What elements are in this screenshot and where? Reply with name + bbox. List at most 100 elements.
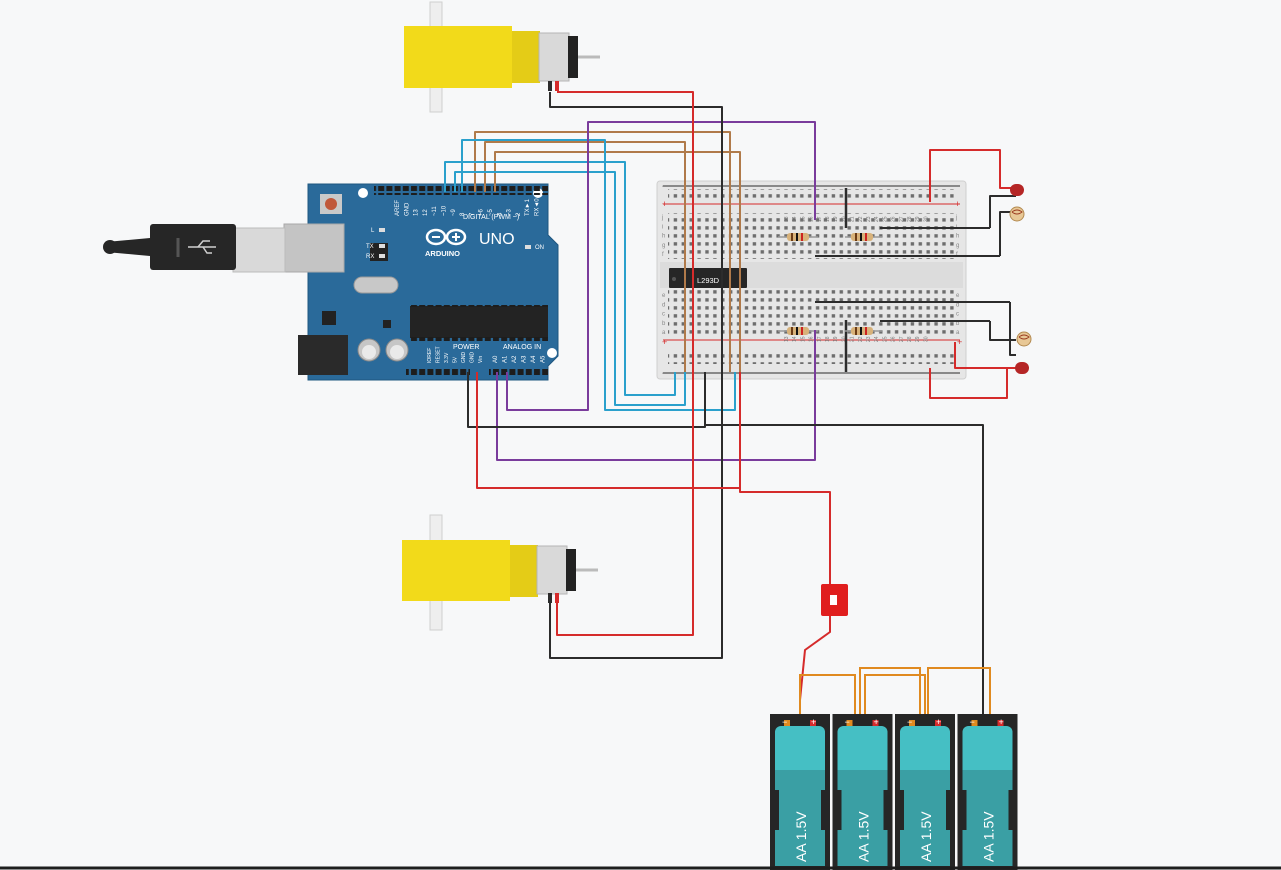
analog-header[interactable]	[489, 368, 548, 377]
battery-minus-label: −	[782, 717, 787, 727]
row-letter: d	[662, 302, 665, 308]
column-number: 16	[809, 216, 815, 222]
battery-label: AA 1.5V	[793, 811, 809, 862]
analog-pin-label: A1	[503, 355, 509, 363]
dc-motor-icon[interactable]	[402, 514, 598, 631]
column-number: 22	[858, 216, 864, 222]
battery-minus-label: −	[845, 717, 850, 727]
column-number: 22	[858, 336, 864, 342]
power-pin-label: 3.3V	[444, 352, 450, 363]
row-letter: a	[662, 330, 666, 336]
tx-label: TX	[366, 244, 374, 250]
column-number: 14	[792, 336, 798, 342]
led-icon[interactable]	[1015, 362, 1029, 374]
photoresistor-icon[interactable]	[1016, 331, 1032, 347]
digital-pin-label: ~11	[432, 206, 438, 216]
battery-icon[interactable]: −+AA 1.5V	[895, 714, 955, 870]
battery-icon[interactable]: − + AA 1.5V	[957, 714, 1018, 870]
row-letter: d	[956, 302, 959, 308]
resistor-icon[interactable]	[778, 327, 818, 335]
photoresistor-icon[interactable]	[1009, 206, 1025, 222]
battery-plus-label: +	[999, 717, 1004, 727]
analog-pin-label: A2	[512, 355, 518, 363]
power-label: POWER	[453, 344, 479, 351]
digital-pin-label: 7	[469, 212, 475, 216]
column-number: 28	[907, 216, 913, 222]
usb-port	[283, 223, 345, 273]
column-number: 30	[923, 216, 929, 222]
column-number: 29	[915, 336, 921, 342]
column-number: 24	[874, 336, 880, 342]
battery-minus-label: −	[970, 717, 975, 727]
resistor-icon[interactable]	[845, 233, 882, 241]
column-number: 23	[866, 336, 872, 342]
column-number: 20	[841, 216, 847, 222]
resistor-icon[interactable]	[845, 327, 882, 335]
column-number: 19	[833, 216, 839, 222]
column-number: 20	[841, 336, 847, 342]
resistor-icon[interactable]	[778, 233, 818, 241]
battery-pack[interactable]: −+AA 1.5V−+AA 1.5V−+AA 1.5V−+AA 1.5V	[770, 714, 1018, 870]
rx-label: RX	[366, 254, 374, 260]
power-pin-label: Vin	[478, 356, 484, 363]
wires[interactable]	[444, 91, 1020, 720]
column-number: 28	[907, 336, 913, 342]
column-number: 13	[784, 216, 790, 222]
row-letter: g	[956, 243, 959, 249]
column-number: 25	[882, 336, 888, 342]
battery-links[interactable]	[799, 667, 991, 716]
battery-icon[interactable]: −+AA 1.5V	[770, 714, 830, 870]
power-pin-label: IOREF	[427, 348, 433, 363]
battery-label: AA 1.5V	[918, 811, 934, 862]
column-number: 27	[899, 216, 905, 222]
arduino-logo-icon	[425, 228, 467, 246]
column-number: 27	[899, 336, 905, 342]
l293d-chip[interactable]: L293D	[669, 268, 747, 288]
row-letter: h	[956, 234, 959, 240]
row-letter: j	[955, 215, 957, 221]
rail-plus-label: +	[662, 337, 667, 347]
battery-icon[interactable]: − + AA 1.5V	[832, 714, 893, 870]
digital-pin-label: TX►1	[525, 198, 531, 216]
digital-pin-label: 8	[460, 212, 466, 216]
on-label: ON	[535, 245, 544, 251]
dc-motor-icon[interactable]	[404, 1, 600, 113]
rail-plus-label: +	[955, 199, 960, 209]
digital-pin-label: AREF	[395, 200, 401, 216]
power-header[interactable]	[406, 368, 470, 377]
digital-pin-label: 13	[414, 209, 420, 216]
power-pin-label: RESET	[436, 346, 442, 363]
column-number: 26	[891, 336, 897, 342]
row-letter: e	[956, 293, 960, 299]
battery-label: AA 1.5V	[856, 811, 872, 862]
power-pin-label: 5V	[453, 356, 459, 363]
row-letter: c	[956, 312, 959, 318]
battery-plus-label: +	[874, 717, 879, 727]
battery-plus-label: +	[936, 717, 941, 727]
column-number: 16	[809, 336, 815, 342]
digital-pin-label: 12	[423, 209, 429, 216]
column-number: 18	[825, 336, 831, 342]
digital-pin-label: ~6	[479, 208, 485, 216]
reset-button[interactable]	[325, 198, 337, 210]
column-number: 15	[800, 336, 806, 342]
battery-label: AA 1.5V	[981, 811, 997, 862]
usb-cable-icon[interactable]	[103, 224, 286, 273]
digital-pin-label: RX◄0	[535, 198, 541, 216]
slide-switch-icon[interactable]	[821, 584, 848, 616]
digital-pin-label: ~9	[451, 208, 457, 216]
led-icon[interactable]	[1010, 184, 1024, 196]
l-led-label: L	[371, 228, 375, 234]
analog-pin-label: A5	[541, 355, 547, 363]
analog-label: ANALOG IN	[503, 344, 541, 351]
column-number: 29	[915, 216, 921, 222]
power-pin-label: GND	[461, 352, 467, 364]
row-letter: a	[956, 330, 960, 336]
row-letter: j	[661, 215, 663, 221]
rail-plus-label: +	[662, 199, 667, 209]
